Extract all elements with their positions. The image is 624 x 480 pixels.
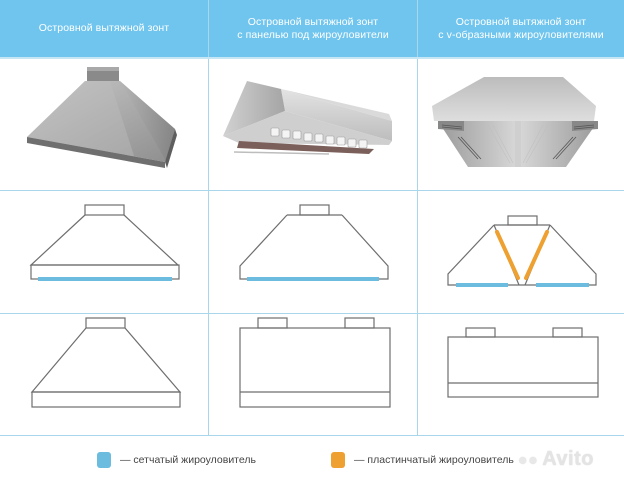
mesh-filter-swatch-icon	[97, 452, 111, 468]
header-col-2-subtitle: с панелью под жироуловители	[237, 28, 389, 41]
plate-filter-swatch-icon	[331, 452, 345, 468]
watermark-text: Avito	[542, 448, 594, 470]
pyramid-hood-mesh-filter	[0, 191, 208, 313]
photo-hood-v-filters	[418, 59, 624, 190]
trapezoid-hood-mesh-filter	[209, 191, 417, 313]
header-col-2-title: Островной вытяжной зонт	[247, 15, 379, 28]
row-divider	[0, 435, 624, 436]
header-col-1-title: Островной вытяжной зонт	[38, 22, 170, 34]
legend-item-plate-filter: — пластинчатый жироуловитель	[331, 452, 514, 468]
header-col-3-title: Островной вытяжной зонт	[455, 15, 587, 28]
header-col-2: Островной вытяжной зонт с панелью под жи…	[209, 0, 417, 57]
v-shape-hood-plate-and-mesh-filters	[418, 191, 624, 313]
row-divider	[0, 313, 624, 314]
avito-watermark: ●●Avito	[518, 448, 594, 471]
photo-hood-with-filter-panel	[209, 59, 417, 190]
column-divider	[417, 0, 418, 436]
legend: — сетчатый жироуловитель — пластинчатый …	[0, 436, 624, 480]
avito-logo-icon: ●●	[517, 452, 539, 469]
legend-label: — пластинчатый жироуловитель	[354, 454, 514, 466]
pyramid-hood-outline	[0, 314, 208, 435]
photo-pyramid-hood	[0, 59, 208, 190]
row-divider	[0, 57, 624, 59]
column-divider	[208, 0, 209, 436]
header-bar: Островной вытяжной зонт Островной вытяжн…	[0, 0, 624, 57]
header-col-3: Островной вытяжной зонт с v-образными жи…	[418, 0, 624, 57]
box-hood-two-outlets-low	[418, 314, 624, 435]
row-divider	[0, 190, 624, 191]
header-col-1: Островной вытяжной зонт	[0, 0, 208, 57]
legend-label: — сетчатый жироуловитель	[120, 454, 256, 466]
header-col-3-subtitle: с v-образными жироуловителями	[438, 28, 604, 41]
box-hood-two-outlets	[209, 314, 417, 435]
legend-item-mesh-filter: — сетчатый жироуловитель	[97, 452, 256, 468]
